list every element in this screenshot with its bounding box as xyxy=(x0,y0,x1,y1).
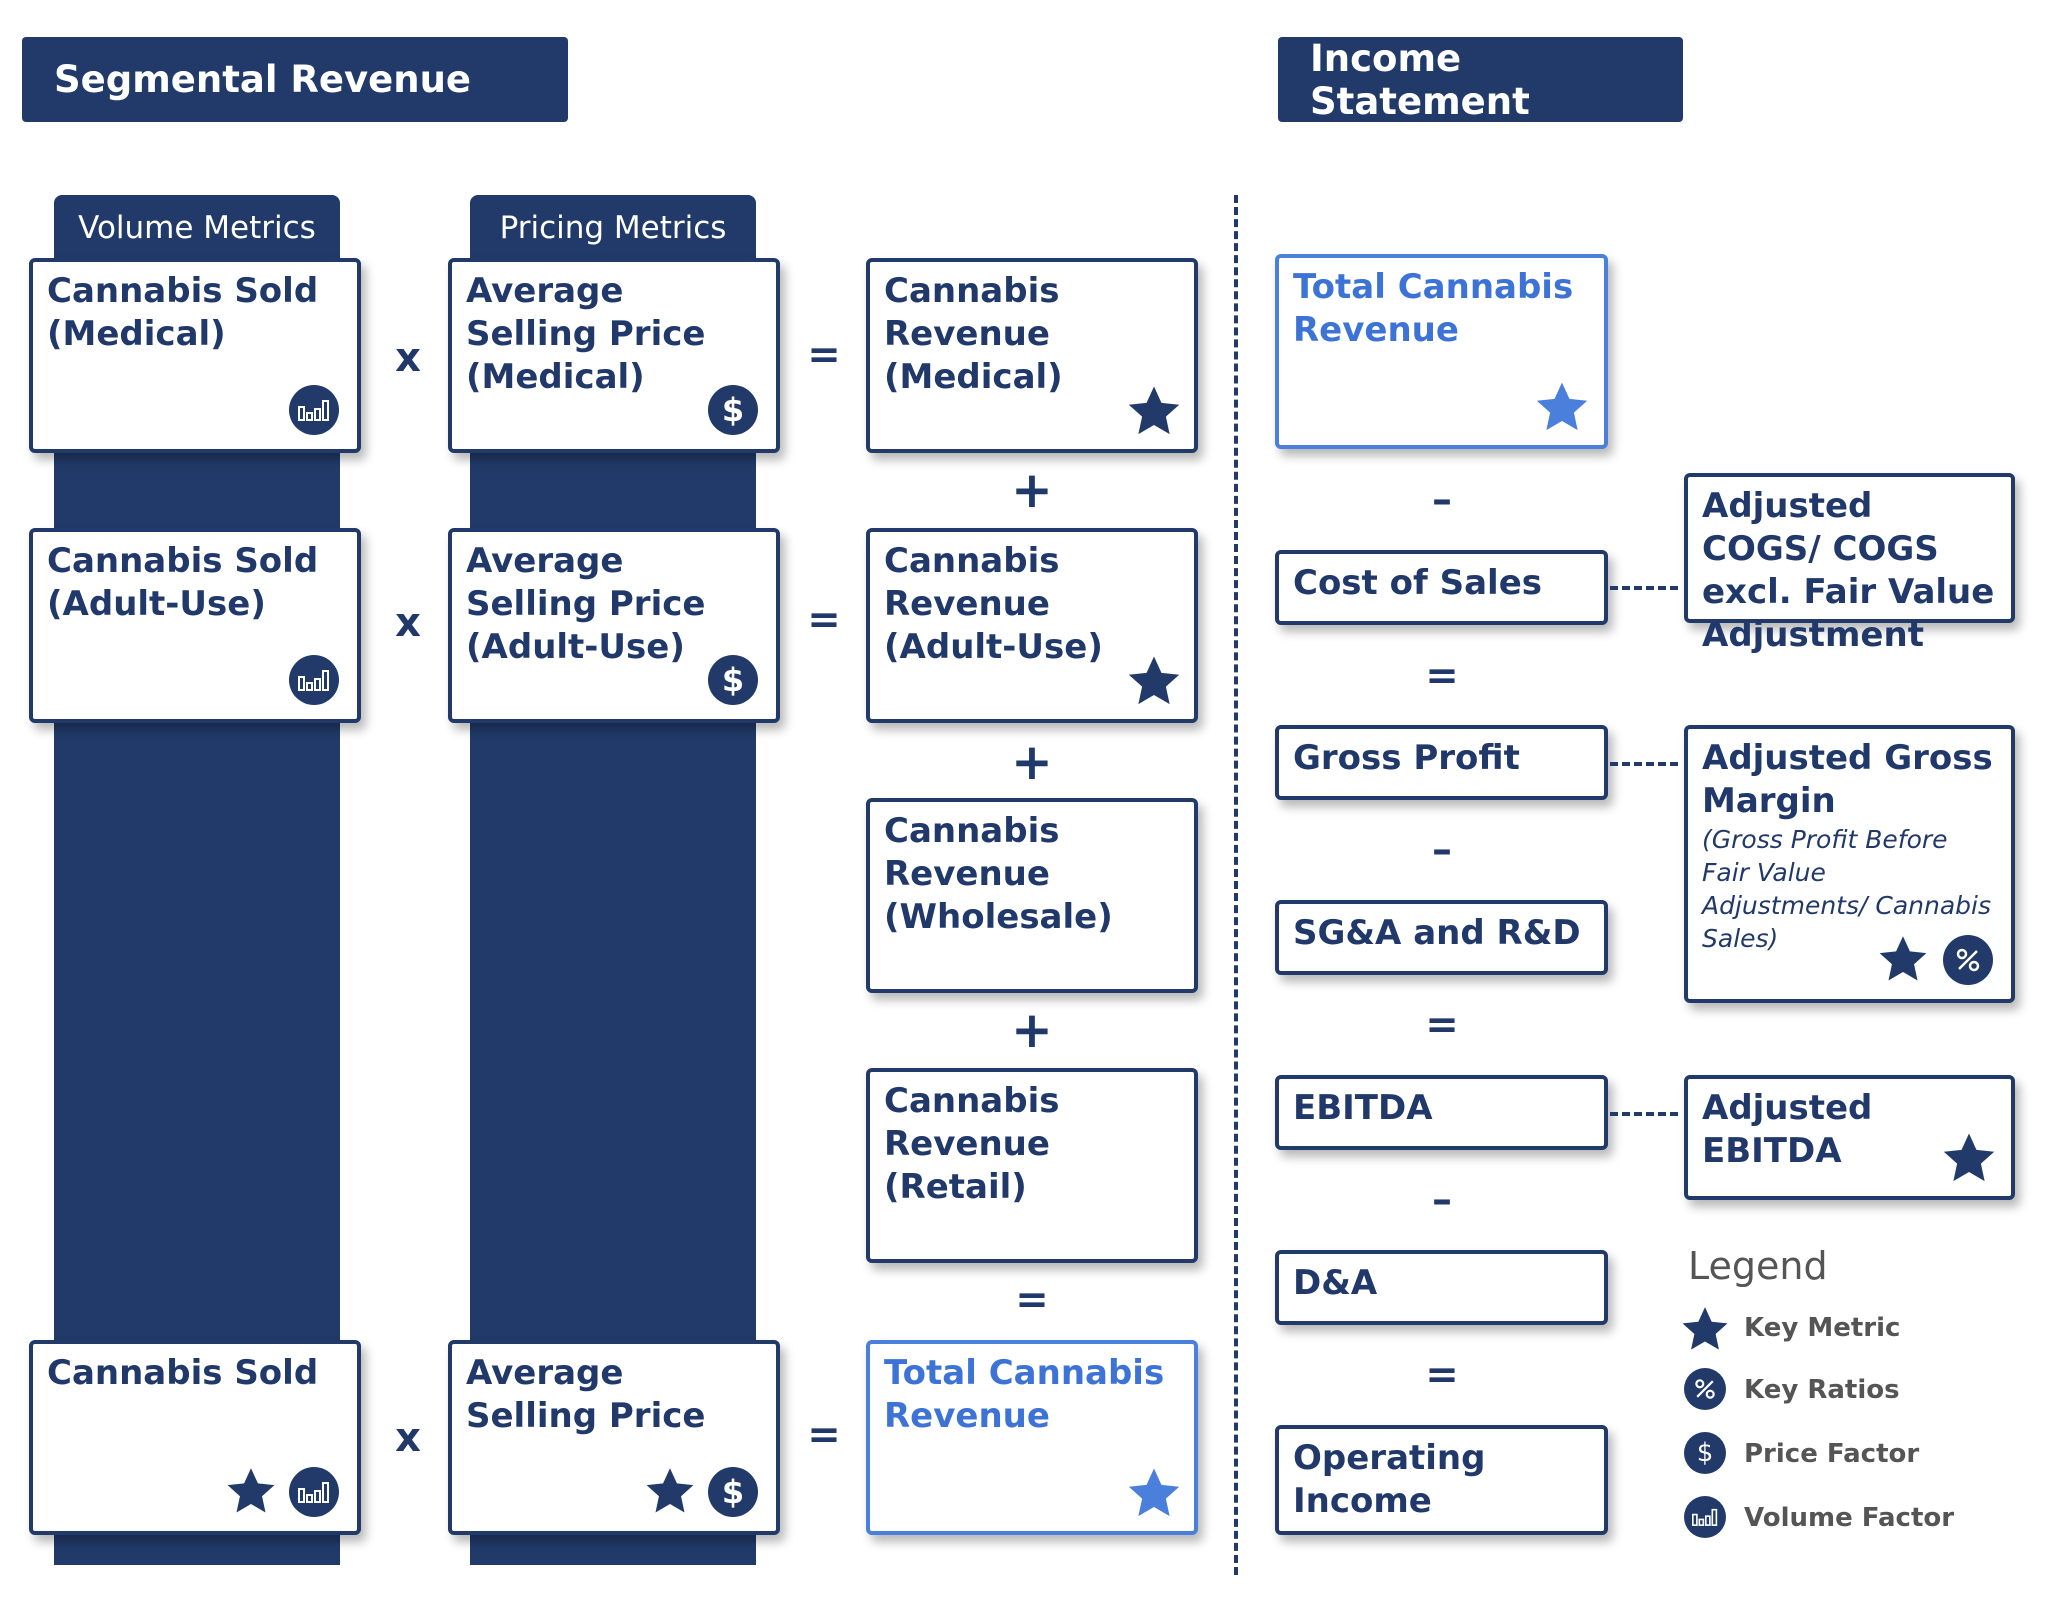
income-statement-header: Income Statement xyxy=(1278,36,1683,123)
box-label: Operating Income xyxy=(1293,1438,1486,1521)
box-label: Average Selling Price (Adult-Use) xyxy=(466,541,706,667)
operating-income-box: Operating Income xyxy=(1275,1425,1608,1535)
ebitda-box: EBITDA xyxy=(1275,1075,1608,1150)
dollar-icon: $ xyxy=(708,1467,758,1517)
plus-operator: + xyxy=(1011,461,1053,519)
star-icon xyxy=(225,1465,277,1517)
volume-bars-icon xyxy=(289,385,339,435)
dollar-icon: $ xyxy=(708,655,758,705)
multiply-operator: x xyxy=(395,335,421,381)
box-label: Total Cannabis Revenue xyxy=(1293,267,1574,350)
equals-operator: = xyxy=(1015,1277,1049,1323)
box-label: Adjusted EBITDA xyxy=(1702,1088,1873,1171)
box-label: Gross Profit xyxy=(1293,738,1520,778)
cannabis-sold-medical-box: Cannabis Sold (Medical) xyxy=(29,258,361,453)
da-box: D&A xyxy=(1275,1250,1608,1325)
legend-key-metric: Key Metric xyxy=(1744,1313,1901,1343)
star-icon xyxy=(1126,383,1182,439)
adjusted-cogs-box: Adjusted COGS/ COGS excl. Fair Value Adj… xyxy=(1684,473,2015,655)
equals-operator: = xyxy=(807,332,841,378)
multiply-operator: x xyxy=(395,600,421,646)
total-cannabis-revenue-box: Total Cannabis Revenue xyxy=(1275,254,1608,449)
cost-of-sales-box: Cost of Sales xyxy=(1275,550,1608,625)
income-statement-title: Income Statement xyxy=(1310,36,1530,123)
star-icon xyxy=(1941,1130,1997,1186)
box-label: Cannabis Sold (Adult-Use) xyxy=(47,541,319,624)
plus-operator: + xyxy=(1011,1001,1053,1059)
volume-metrics-tab: Volume Metrics xyxy=(54,195,340,260)
adjusted-ebitda-box: Adjusted EBITDA xyxy=(1684,1075,2015,1200)
minus-operator: – xyxy=(1432,1177,1452,1223)
adjusted-gross-margin-box: Adjusted Gross Margin (Gross Profit Befo… xyxy=(1684,725,2015,1003)
sga-rd-box: SG&A and R&D xyxy=(1275,900,1608,975)
total-cannabis-revenue-segment-box: Total Cannabis Revenue xyxy=(866,1340,1198,1535)
minus-operator: – xyxy=(1432,477,1452,523)
box-label: SG&A and R&D xyxy=(1293,913,1581,953)
cannabis-sold-total-box: Cannabis Sold xyxy=(29,1340,361,1535)
gross-profit-box: Gross Profit xyxy=(1275,725,1608,800)
star-icon xyxy=(1126,1465,1182,1521)
dollar-icon: $ xyxy=(1684,1432,1726,1474)
dollar-icon: $ xyxy=(708,385,758,435)
box-label: Adjusted Gross Margin xyxy=(1702,738,1993,821)
box-label: Cannabis Revenue (Medical) xyxy=(884,271,1063,397)
cogs-connector xyxy=(1610,586,1678,590)
volume-bars-icon xyxy=(1684,1496,1726,1538)
box-label: Adjusted COGS/ COGS excl. Fair Value Adj… xyxy=(1702,486,1995,655)
plus-operator: + xyxy=(1011,733,1053,791)
star-icon xyxy=(1680,1304,1730,1354)
cannabis-sold-adult-use-box: Cannabis Sold (Adult-Use) xyxy=(29,528,361,723)
box-label: Average Selling Price xyxy=(466,1353,706,1436)
box-label: Cannabis Revenue (Retail) xyxy=(884,1081,1060,1207)
section-divider xyxy=(1234,195,1238,1575)
cannabis-revenue-wholesale-box: Cannabis Revenue (Wholesale) xyxy=(866,798,1198,993)
equals-operator: = xyxy=(1425,653,1459,699)
box-label: EBITDA xyxy=(1293,1088,1433,1128)
average-selling-price-medical-box: Average Selling Price (Medical) $ xyxy=(448,258,780,453)
box-label: Total Cannabis Revenue xyxy=(884,1353,1165,1436)
segmental-revenue-header: Segmental Revenue xyxy=(22,37,568,122)
percent-ratio-icon xyxy=(1943,935,1993,985)
box-label: Cannabis Sold (Medical) xyxy=(47,271,319,354)
volume-bars-icon xyxy=(289,655,339,705)
equals-operator: = xyxy=(807,1412,841,1458)
percent-ratio-icon xyxy=(1684,1368,1726,1410)
minus-operator: – xyxy=(1432,827,1452,873)
gross-margin-note: (Gross Profit Before Fair Value Adjustme… xyxy=(1702,825,1991,953)
cannabis-revenue-retail-box: Cannabis Revenue (Retail) xyxy=(866,1068,1198,1263)
equals-operator: = xyxy=(1425,1002,1459,1048)
box-label: Cost of Sales xyxy=(1293,563,1543,603)
box-label: Cannabis Revenue (Wholesale) xyxy=(884,811,1113,937)
cannabis-revenue-adult-use-box: Cannabis Revenue (Adult-Use) xyxy=(866,528,1198,723)
average-selling-price-total-box: Average Selling Price $ xyxy=(448,1340,780,1535)
equals-operator: = xyxy=(1425,1352,1459,1398)
legend-price-factor: Price Factor xyxy=(1744,1439,1920,1469)
volume-bars-icon xyxy=(289,1467,339,1517)
star-icon xyxy=(644,1465,696,1517)
average-selling-price-adult-use-box: Average Selling Price (Adult-Use) $ xyxy=(448,528,780,723)
pricing-metrics-tab: Pricing Metrics xyxy=(470,195,756,260)
cannabis-revenue-medical-box: Cannabis Revenue (Medical) xyxy=(866,258,1198,453)
star-icon xyxy=(1126,653,1182,709)
gross-profit-connector xyxy=(1610,762,1678,766)
ebitda-connector xyxy=(1610,1112,1678,1116)
segmental-revenue-title: Segmental Revenue xyxy=(54,58,472,101)
box-label: Cannabis Sold xyxy=(47,1353,319,1393)
legend-volume-factor: Volume Factor xyxy=(1744,1503,1955,1533)
legend-title: Legend xyxy=(1688,1244,1828,1288)
equals-operator: = xyxy=(807,597,841,643)
box-label: Average Selling Price (Medical) xyxy=(466,271,706,397)
box-label: Cannabis Revenue (Adult-Use) xyxy=(884,541,1103,667)
legend-key-ratios: Key Ratios xyxy=(1744,1375,1900,1405)
star-icon xyxy=(1534,379,1590,435)
star-icon xyxy=(1877,933,1929,985)
multiply-operator: x xyxy=(395,1415,421,1461)
box-label: D&A xyxy=(1293,1263,1378,1303)
